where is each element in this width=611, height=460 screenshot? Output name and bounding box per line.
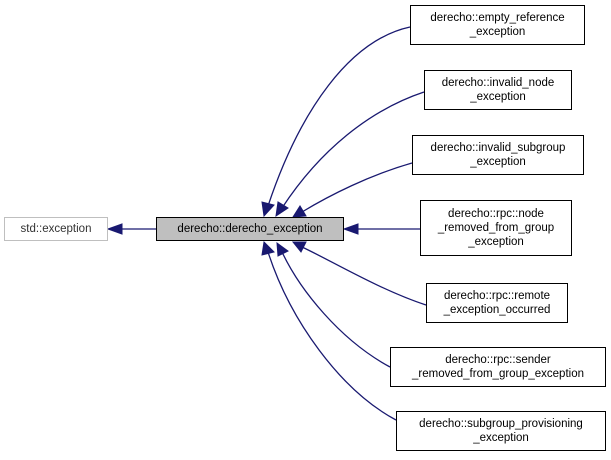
arrowhead-subgroup-provisioning [261,240,275,256]
node-empty-reference-exception: derecho::empty_reference _exception [410,5,585,45]
edge-rpc-sender [281,251,391,368]
node-label-line: _exception [469,26,526,38]
node-label: derecho::derecho_exception [177,223,323,235]
node-label-line: _exception_occurred [443,304,551,316]
edge-invalid-node [281,91,425,209]
node-label-line: _removed_from_group [437,222,555,234]
node-label-line: derecho::subgroup_provisioning [419,418,583,430]
edge-rpc-remote [301,246,427,306]
edge-subgroup-provisioning [267,251,397,421]
node-label-line: derecho::rpc::remote [443,290,551,302]
node-label-line: derecho::invalid_node [441,77,555,89]
node-label-line: _removed_from_group_exception [412,368,584,380]
node-derecho-exception: derecho::derecho_exception [156,217,344,241]
node-label-line: _exception [470,91,526,103]
node-label: std::exception [20,223,92,235]
edge-empty-reference [267,26,411,207]
node-rpc-sender-removed-from-group-exception: derecho::rpc::sender _removed_from_group… [390,347,606,387]
arrowhead-rpc-remote [291,241,307,253]
node-invalid-node-exception: derecho::invalid_node _exception [424,70,572,110]
arrowhead-rpc-sender [276,241,289,257]
node-label-line: derecho::invalid_subgroup [430,142,566,154]
arrowhead-invalid-node [275,201,289,218]
node-std-exception: std::exception [4,217,108,241]
arrowhead-empty-reference [261,201,275,218]
edge-invalid-subgroup [301,162,413,213]
node-label-line: _exception [473,432,529,444]
node-label-line: derecho::rpc::sender [445,354,551,366]
arrowhead-invalid-subgroup [292,205,307,218]
node-invalid-subgroup-exception: derecho::invalid_subgroup _exception [412,135,584,175]
node-label-line: derecho::empty_reference [430,12,565,24]
node-label-line: derecho::rpc::node [448,208,544,220]
node-rpc-node-removed-from-group-exception: derecho::rpc::node _removed_from_group _… [420,200,572,256]
node-subgroup-provisioning-exception: derecho::subgroup_provisioning _exceptio… [396,411,606,451]
node-rpc-remote-exception-occurred: derecho::rpc::remote _exception_occurred [426,283,568,323]
arrowhead-rpc-node-removed [342,223,359,235]
node-label-line: _exception [470,156,526,168]
node-label-line: _exception [468,236,524,248]
arrowhead-std-exception [106,223,123,235]
